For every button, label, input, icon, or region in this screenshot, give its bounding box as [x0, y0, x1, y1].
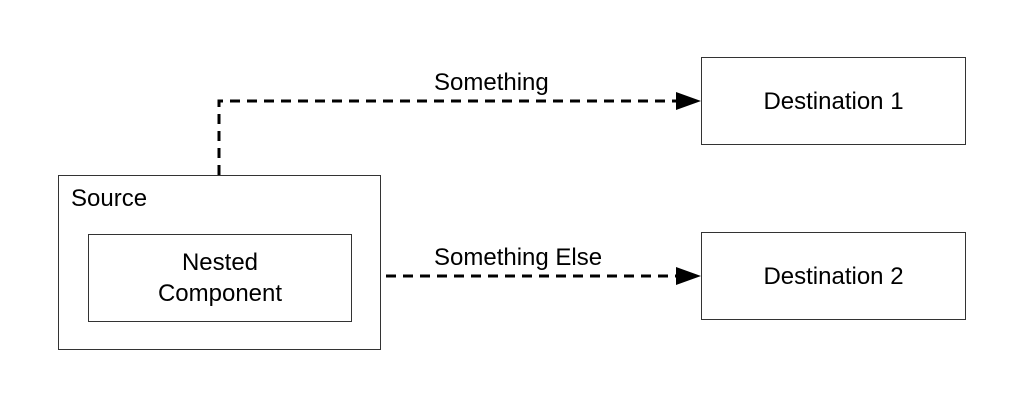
destination-1-label: Destination 1 — [763, 87, 904, 115]
arrowhead-destination-2 — [676, 267, 701, 285]
destination-1-box[interactable]: Destination 1 — [701, 57, 966, 145]
source-box[interactable]: Source Nested Component — [58, 175, 381, 350]
nested-component-box[interactable]: Nested Component — [88, 234, 352, 322]
edge-label-something: Something — [434, 69, 549, 96]
source-label: Source — [71, 185, 148, 212]
edge-label-something-else: Something Else — [434, 244, 603, 271]
connector-source-to-destination-1 — [217, 99, 690, 175]
destination-2-box[interactable]: Destination 2 — [701, 232, 966, 320]
nested-component-label: Nested Component — [157, 249, 283, 307]
destination-2-label: Destination 2 — [763, 262, 904, 290]
arrowhead-destination-1 — [676, 92, 701, 110]
